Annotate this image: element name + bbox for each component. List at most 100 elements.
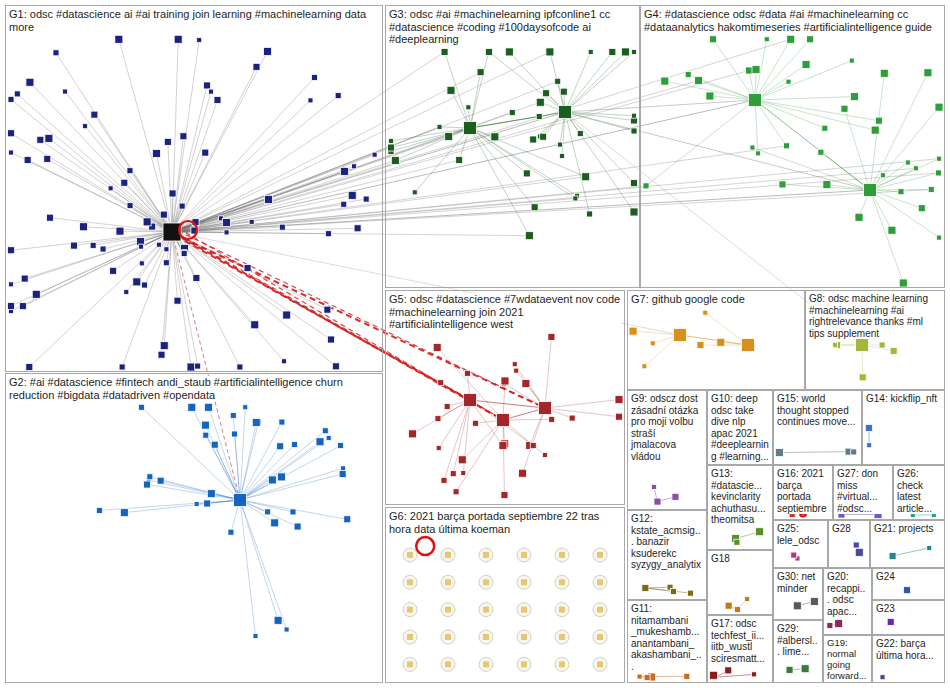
vertex-square bbox=[560, 88, 567, 95]
graph-link bbox=[439, 400, 470, 448]
group-box: G24 bbox=[872, 568, 945, 600]
vertex-square bbox=[865, 424, 872, 431]
vertex-square bbox=[354, 225, 361, 232]
vertex-square bbox=[822, 125, 828, 131]
graph-link bbox=[545, 408, 619, 417]
vertex-square bbox=[879, 342, 885, 348]
graph-link bbox=[11, 232, 172, 306]
vertex-square bbox=[685, 72, 691, 78]
self-loop bbox=[416, 537, 434, 555]
graph-link bbox=[841, 514, 878, 515]
graph-link bbox=[715, 674, 754, 677]
graph-link bbox=[142, 407, 240, 500]
graph-link bbox=[565, 52, 634, 112]
vertex-circle bbox=[403, 548, 417, 562]
vertex-square bbox=[324, 306, 331, 313]
vertex-square bbox=[855, 548, 863, 556]
group-heading: G7: github google code bbox=[631, 293, 745, 306]
vertex-square bbox=[749, 94, 762, 107]
vertex-square bbox=[483, 661, 489, 667]
vertex-square bbox=[244, 265, 251, 272]
graph-link bbox=[470, 128, 577, 196]
vertex-square bbox=[501, 377, 509, 385]
vertex-square bbox=[164, 247, 169, 252]
vertex-square bbox=[438, 380, 444, 386]
graph-link bbox=[413, 400, 470, 434]
graph-link bbox=[470, 112, 565, 128]
graph-link bbox=[870, 190, 903, 283]
vertex-square bbox=[850, 93, 858, 101]
vertex-square bbox=[433, 343, 441, 351]
group-box: G14: kickflip_nft bbox=[862, 390, 945, 465]
graph-link bbox=[30, 82, 172, 232]
vertex-square bbox=[483, 607, 489, 613]
vertex-square bbox=[871, 126, 879, 134]
vertex-square bbox=[458, 456, 466, 464]
vertex-circle bbox=[517, 603, 531, 617]
vertex-square bbox=[445, 133, 453, 141]
vertex-square bbox=[26, 364, 33, 371]
vertex-square bbox=[637, 674, 642, 679]
vertex-square bbox=[435, 416, 441, 422]
group-heading: G25: lele_odsc bbox=[777, 523, 824, 546]
vertex-circle bbox=[403, 657, 417, 671]
vertex-square bbox=[521, 579, 527, 585]
graph-link bbox=[240, 431, 325, 500]
vertex-square bbox=[559, 106, 572, 119]
graph-link bbox=[545, 337, 551, 408]
graph-link bbox=[240, 446, 280, 500]
vertex-square bbox=[193, 274, 200, 281]
graph-link bbox=[205, 425, 240, 500]
graph-link bbox=[11, 133, 172, 232]
vertex-square bbox=[779, 181, 786, 188]
graph-link bbox=[893, 548, 930, 556]
graph-link bbox=[161, 481, 240, 500]
vertex-circle bbox=[441, 603, 455, 617]
vertex-square bbox=[875, 117, 882, 124]
vertex-square bbox=[464, 394, 477, 407]
graph-link bbox=[172, 96, 338, 232]
vertex-square bbox=[464, 370, 470, 376]
vertex-square bbox=[536, 98, 544, 106]
vertex-square bbox=[265, 509, 271, 515]
vertex-square bbox=[791, 552, 797, 558]
vertex-circle bbox=[517, 548, 531, 562]
vertex-circle bbox=[441, 657, 455, 671]
vertex-square bbox=[687, 590, 693, 596]
vertex-square bbox=[674, 329, 687, 342]
vertex-square bbox=[745, 67, 752, 74]
vertex-square bbox=[928, 187, 934, 193]
vertex-square bbox=[188, 403, 196, 411]
vertex-square bbox=[224, 230, 229, 235]
group-box: G19: normal going forward... bbox=[823, 635, 872, 683]
graph-link bbox=[172, 173, 938, 232]
vertex-square bbox=[549, 416, 555, 422]
vertex-square bbox=[253, 63, 260, 70]
vertex-square bbox=[918, 205, 925, 212]
vertex-square bbox=[756, 528, 764, 536]
vertex-square bbox=[734, 539, 740, 545]
vertex-square bbox=[139, 244, 144, 249]
graph-link bbox=[40, 140, 172, 232]
graph-link bbox=[240, 445, 294, 500]
group-heading: G12: kstate_acmsig... banazir ksuderekc … bbox=[631, 513, 703, 571]
group-box: G12: kstate_acmsig... banazir ksuderekc … bbox=[627, 510, 707, 600]
group-box: G27: don miss #virtual... #odsc... bbox=[833, 465, 893, 520]
vertex-square bbox=[742, 339, 755, 352]
vertex-square bbox=[867, 443, 872, 448]
vertex-square bbox=[903, 587, 910, 594]
vertex-square bbox=[548, 333, 555, 340]
vertex-square bbox=[407, 634, 413, 640]
vertex-square bbox=[672, 493, 679, 500]
vertex-square bbox=[143, 218, 151, 226]
vertex-square bbox=[44, 155, 51, 162]
graph-link bbox=[172, 71, 749, 232]
graph-link bbox=[509, 52, 565, 112]
group-box: G7: github google code bbox=[627, 290, 805, 390]
vertex-square bbox=[180, 133, 187, 140]
vertex-circle bbox=[441, 575, 455, 589]
vertex-square bbox=[752, 672, 757, 677]
graph-link bbox=[162, 232, 172, 355]
vertex-square bbox=[913, 166, 918, 171]
group-heading: G20: recappi... odsc apac... bbox=[827, 571, 868, 617]
